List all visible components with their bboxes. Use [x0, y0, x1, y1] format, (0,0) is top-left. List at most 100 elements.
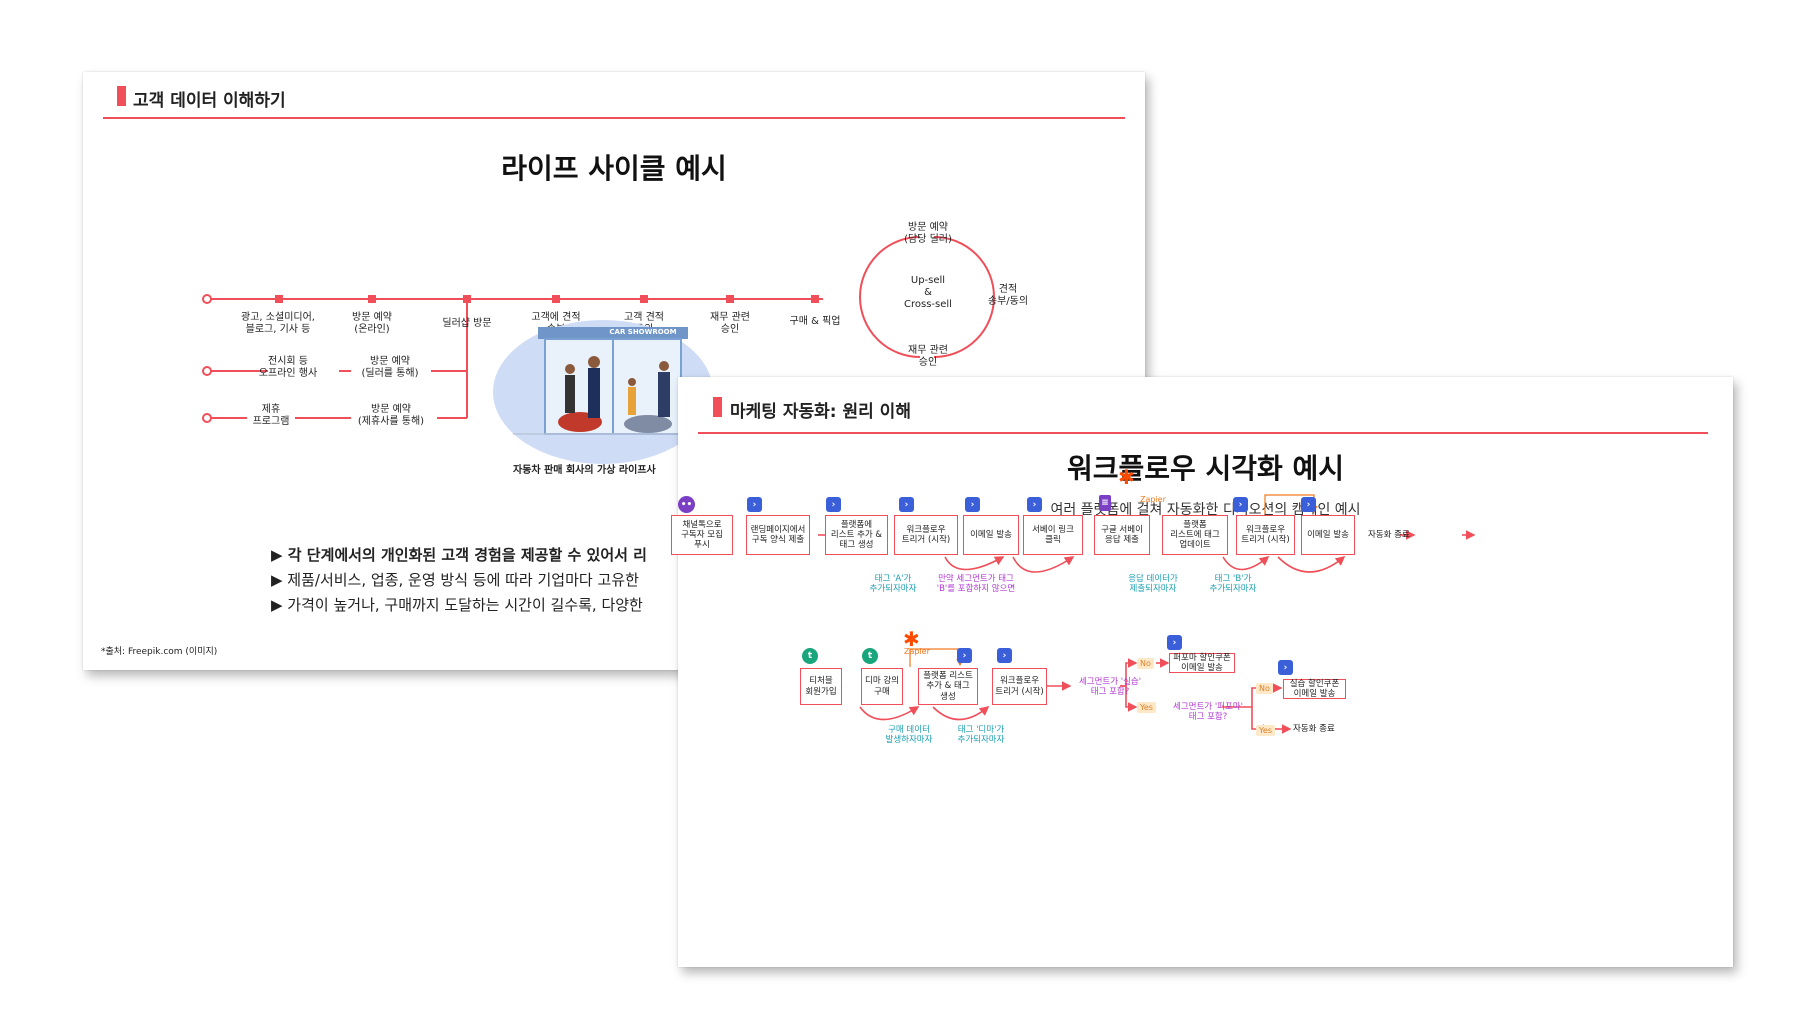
yes-label: Yes — [1256, 725, 1275, 736]
zapier-icon: ✱ — [1118, 465, 1135, 489]
branch-label: 방문 예약 (딜러를 통해) — [361, 356, 419, 379]
image-caption: 자동차 판매 회사의 가상 라이프사 — [513, 465, 656, 476]
channeltalk-icon: •• — [678, 496, 695, 513]
stage-purchase: 구매 & 픽업 — [770, 316, 860, 328]
cycle-label: 재무 관련 승인 — [908, 345, 948, 368]
result-text: 실습 할인쿠폰 이메일 발송 — [1289, 678, 1340, 699]
performa-coupon-email: 퍼포마 할인쿠폰 이메일 발송 — [1169, 653, 1235, 673]
stage-dealer-visit: 딜러샵 방문 — [422, 318, 512, 330]
zapier-label: Zapier — [904, 647, 930, 656]
note-text: 태그 'A'가 추가되자마자 — [869, 574, 917, 595]
note-text: 구매 데이터 발생하자마자 — [885, 725, 933, 746]
flow1-end: 자동화 종료 — [1368, 530, 1410, 540]
practice-coupon-email: 실습 할인쿠폰 이메일 발송 — [1283, 679, 1346, 699]
stage-label: 구매 & 픽업 — [789, 316, 841, 327]
flow2-step-1: 티처블 회원가입 — [800, 668, 842, 705]
step-label: 구글 서베이 응답 제출 — [1101, 524, 1143, 545]
section-marker — [117, 86, 126, 106]
section-marker — [713, 397, 722, 417]
branch-label: 제휴 프로그램 — [252, 404, 290, 427]
branch-label: 전시회 등 오프라인 행사 — [258, 356, 318, 379]
platform-icon: › — [1301, 497, 1316, 512]
bullet-1: ▶ 각 단계에서의 개인화된 고객 경험을 제공할 수 있어서 리 — [271, 546, 647, 564]
no-label: No — [1256, 683, 1273, 694]
yes-label: Yes — [1137, 702, 1156, 713]
platform-icon: › — [747, 497, 762, 512]
flow1-step-3: 플랫폼에 리스트 추가 & 태그 생성 — [825, 515, 888, 555]
step-label: 이메일 발송 — [1307, 529, 1349, 540]
step-label: 워크플로우 트리거 (시작) — [1241, 524, 1290, 545]
slide-lifecycle: 고객 데이터 이해하기 라이프 사이클 예시 — [83, 72, 1145, 670]
platform-icon: › — [1167, 635, 1182, 650]
section-title: 고객 데이터 이해하기 — [133, 91, 286, 111]
cycle-label: 방문 예약 (담당 딜러) — [904, 222, 952, 245]
flow1-note-4: 태그 'B'가 추가되자마자 — [1198, 574, 1268, 594]
decision-text: 세그먼트가 '실습' 태그 포함? — [1078, 677, 1142, 698]
showroom-sign: CAR SHOWROOM — [609, 328, 677, 336]
flow1-step-6: 서베이 링크 클릭 — [1023, 515, 1083, 555]
step-label: 채널톡으로 구독자 모집 푸시 — [681, 519, 723, 551]
step-label: 서베이 링크 클릭 — [1032, 524, 1074, 545]
flow2-step-3: 플랫폼 리스트 추가 & 태그 생성 — [918, 668, 978, 705]
step-label: 워크플로우 트리거 (시작) — [995, 676, 1044, 697]
flow2-step-2: 디마 강의 구매 — [861, 668, 903, 705]
stage-label: 광고, 소셜미디어, 블로그, 기사 등 — [241, 312, 315, 335]
cycle-right: 견적 송부/동의 — [973, 284, 1043, 308]
stage-finance: 재무 관련 승인 — [685, 312, 775, 336]
platform-icon: › — [899, 497, 914, 512]
section-title: 마케팅 자동화: 원리 이해 — [730, 402, 911, 422]
slide-subtitle: 여러 플랫폼에 걸쳐 자동화한 디지오션의 캠페인 예시 — [1050, 502, 1361, 518]
note-text: 태그 '디마'가 추가되자마자 — [957, 725, 1005, 746]
platform-icon: › — [1233, 497, 1248, 512]
flow2-end: 자동화 종료 — [1293, 724, 1335, 734]
flow2-note-1: 구매 데이터 발생하자마자 — [874, 725, 944, 745]
decision-performa-tag: 세그먼트가 '퍼포마' 태그 포함? — [1163, 702, 1253, 722]
flow1-note-2: 만약 세그먼트가 태그 'B'를 포함하지 않으면 — [921, 574, 1031, 594]
step-label: 워크플로우 트리거 (시작) — [901, 524, 951, 545]
step-label: 플랫폼에 리스트 추가 & 태그 생성 — [830, 519, 883, 551]
stage-ads: 광고, 소셜미디어, 블로그, 기사 등 — [223, 312, 333, 336]
teachable-icon: t — [862, 648, 878, 664]
flow1-step-1: 채널톡으로 구독자 모집 푸시 — [671, 515, 733, 555]
step-label: 플랫폼 리스트에 태그 업데이트 — [1170, 519, 1220, 551]
note-text: 응답 데이터가 제출되자마자 — [1128, 574, 1178, 595]
header-rule — [103, 117, 1125, 119]
stage-label: 재무 관련 승인 — [710, 312, 750, 335]
zapier-icon: ✱ — [903, 627, 920, 651]
lifecycle-lines — [202, 236, 995, 423]
step-label: 플랫폼 리스트 추가 & 태그 생성 — [923, 671, 973, 702]
result-text: 퍼포마 할인쿠폰 이메일 발송 — [1173, 652, 1231, 673]
flow1-step-9: 워크플로우 트리거 (시작) — [1236, 515, 1295, 555]
step-label: 티처블 회원가입 — [805, 676, 837, 697]
zapier-label: Zapier — [1140, 495, 1166, 504]
source-note: *출처: Freepik.com (이미지) — [101, 647, 218, 657]
platform-icon: › — [957, 648, 972, 663]
stage-label: 방문 예약 (온라인) — [352, 312, 392, 335]
header-rule — [698, 432, 1708, 434]
cycle-bottom: 재무 관련 승인 — [883, 345, 973, 369]
cycle-label: Up-sell & Cross-sell — [904, 275, 952, 310]
flow1-step-7: 구글 서베이 응답 제출 — [1094, 515, 1150, 555]
cycle-label: 견적 송부/동의 — [987, 284, 1029, 307]
cycle-top: 방문 예약 (담당 딜러) — [883, 222, 973, 246]
flow2-note-2: 태그 '디마'가 추가되자마자 — [946, 725, 1016, 745]
slide-workflow: 마케팅 자동화: 원리 이해 워크플로우 시각화 예시 여러 플랫폼에 걸쳐 자… — [671, 377, 1733, 967]
step-label: 랜딩페이지에서 구독 양식 제출 — [750, 524, 806, 545]
decision-text: 세그먼트가 '퍼포마' 태그 포함? — [1173, 702, 1243, 723]
bullet-2: ▶ 제품/서비스, 업종, 운영 방식 등에 따라 기업마다 고유한 — [271, 571, 639, 589]
stage-online-booking: 방문 예약 (온라인) — [327, 312, 417, 336]
google-forms-icon: ≡ — [1099, 495, 1111, 511]
step-label: 이메일 발송 — [970, 529, 1012, 540]
platform-icon: › — [1278, 660, 1293, 675]
flow1-note-1: 태그 'A'가 추가되자마자 — [858, 574, 928, 594]
branch-partner-booking: 방문 예약 (제휴사를 통해) — [333, 404, 449, 428]
flow1-step-10: 이메일 발송 — [1301, 515, 1355, 555]
platform-icon: › — [826, 497, 841, 512]
cycle-center: Up-sell & Cross-sell — [883, 275, 973, 311]
branch-dealer-booking: 방문 예약 (딜러를 통해) — [335, 356, 445, 380]
teachable-icon: t — [802, 648, 818, 664]
stage-label: 딜러샵 방문 — [442, 318, 492, 329]
showroom-illustration — [493, 320, 713, 464]
platform-icon: › — [997, 648, 1012, 663]
flow1-step-4: 워크플로우 트리거 (시작) — [894, 515, 958, 555]
